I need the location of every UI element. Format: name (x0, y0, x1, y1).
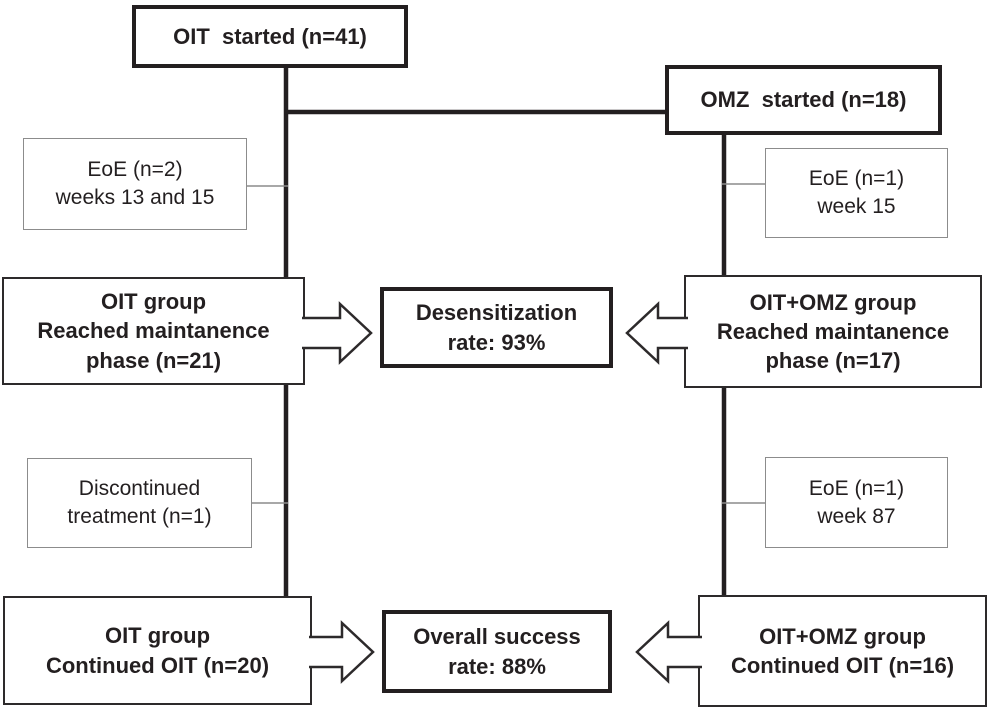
box-overall-success-rate: Overall success rate: 88% (382, 610, 612, 693)
box-oit-maintenance: OIT group Reached maintanence phase (n=2… (2, 277, 305, 385)
box-discontinued-treatment: Discontinued treatment (n=1) (27, 458, 252, 548)
box-eoe-weeks-13-15: EoE (n=2) weeks 13 and 15 (23, 138, 247, 230)
box-eoe-week-87: EoE (n=1) week 87 (765, 457, 948, 548)
box-desensitization-rate: Desensitization rate: 93% (380, 287, 613, 368)
box-oit-omz-maintenance: OIT+OMZ group Reached maintanence phase … (684, 275, 982, 388)
box-oit-omz-continued: OIT+OMZ group Continued OIT (n=16) (698, 595, 987, 707)
box-eoe-week-15: EoE (n=1) week 15 (765, 148, 948, 238)
box-oit-started: OIT started (n=41) (132, 5, 408, 68)
box-oit-continued: OIT group Continued OIT (n=20) (3, 596, 312, 705)
box-omz-started: OMZ started (n=18) (665, 65, 942, 135)
